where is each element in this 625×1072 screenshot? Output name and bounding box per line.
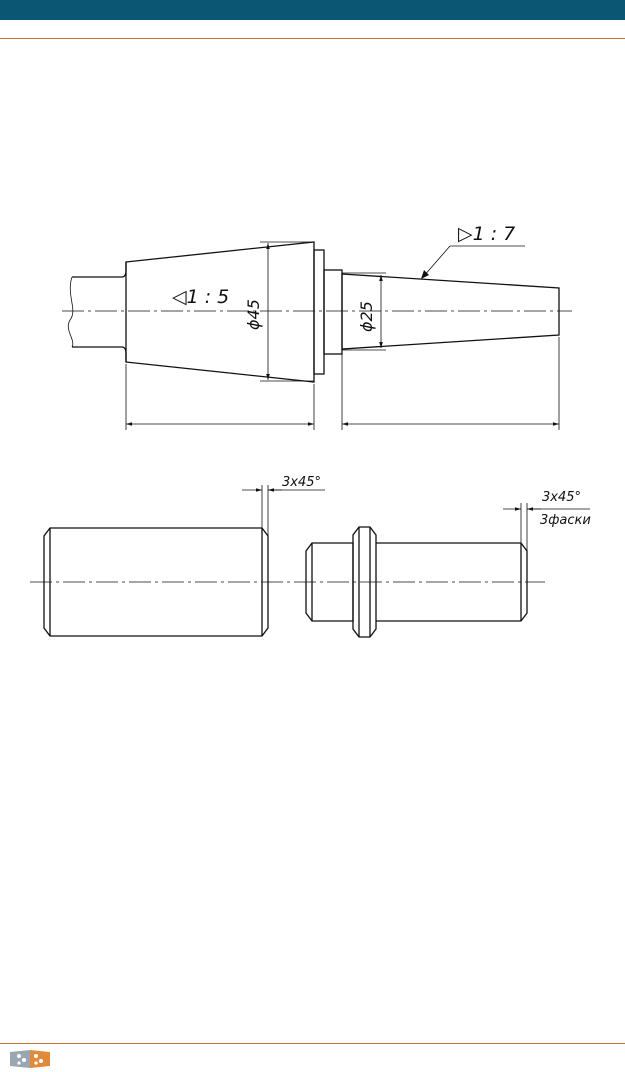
- chamfer-right-label: 3x45°: [542, 490, 581, 505]
- tapered-shaft-drawing: [62, 241, 572, 430]
- cone-large: [125, 241, 315, 383]
- shoulder-1: [313, 249, 325, 375]
- taper-left-label: ◁1 : 5: [172, 286, 229, 308]
- chamfered-parts-drawing: [30, 485, 590, 638]
- header-bar: [0, 0, 625, 20]
- stepped-part-right-end: [376, 542, 528, 622]
- shaft-stub: [72, 262, 127, 278]
- chamfer-count-label: 3фаски: [540, 513, 591, 528]
- diameter-large-label: ϕ45: [244, 299, 263, 330]
- taper-right-label: ▷1 : 7: [458, 223, 515, 245]
- chamfer-left-label: 3x45°: [282, 475, 321, 490]
- diameter-small-label: ϕ25: [357, 301, 376, 332]
- cone-small: [341, 273, 560, 350]
- shoulder-2: [323, 269, 343, 355]
- footer-rule: [0, 1043, 625, 1044]
- publisher-logo-icon: [10, 1050, 50, 1068]
- header-rule: [0, 38, 625, 39]
- break-line: [67, 276, 74, 348]
